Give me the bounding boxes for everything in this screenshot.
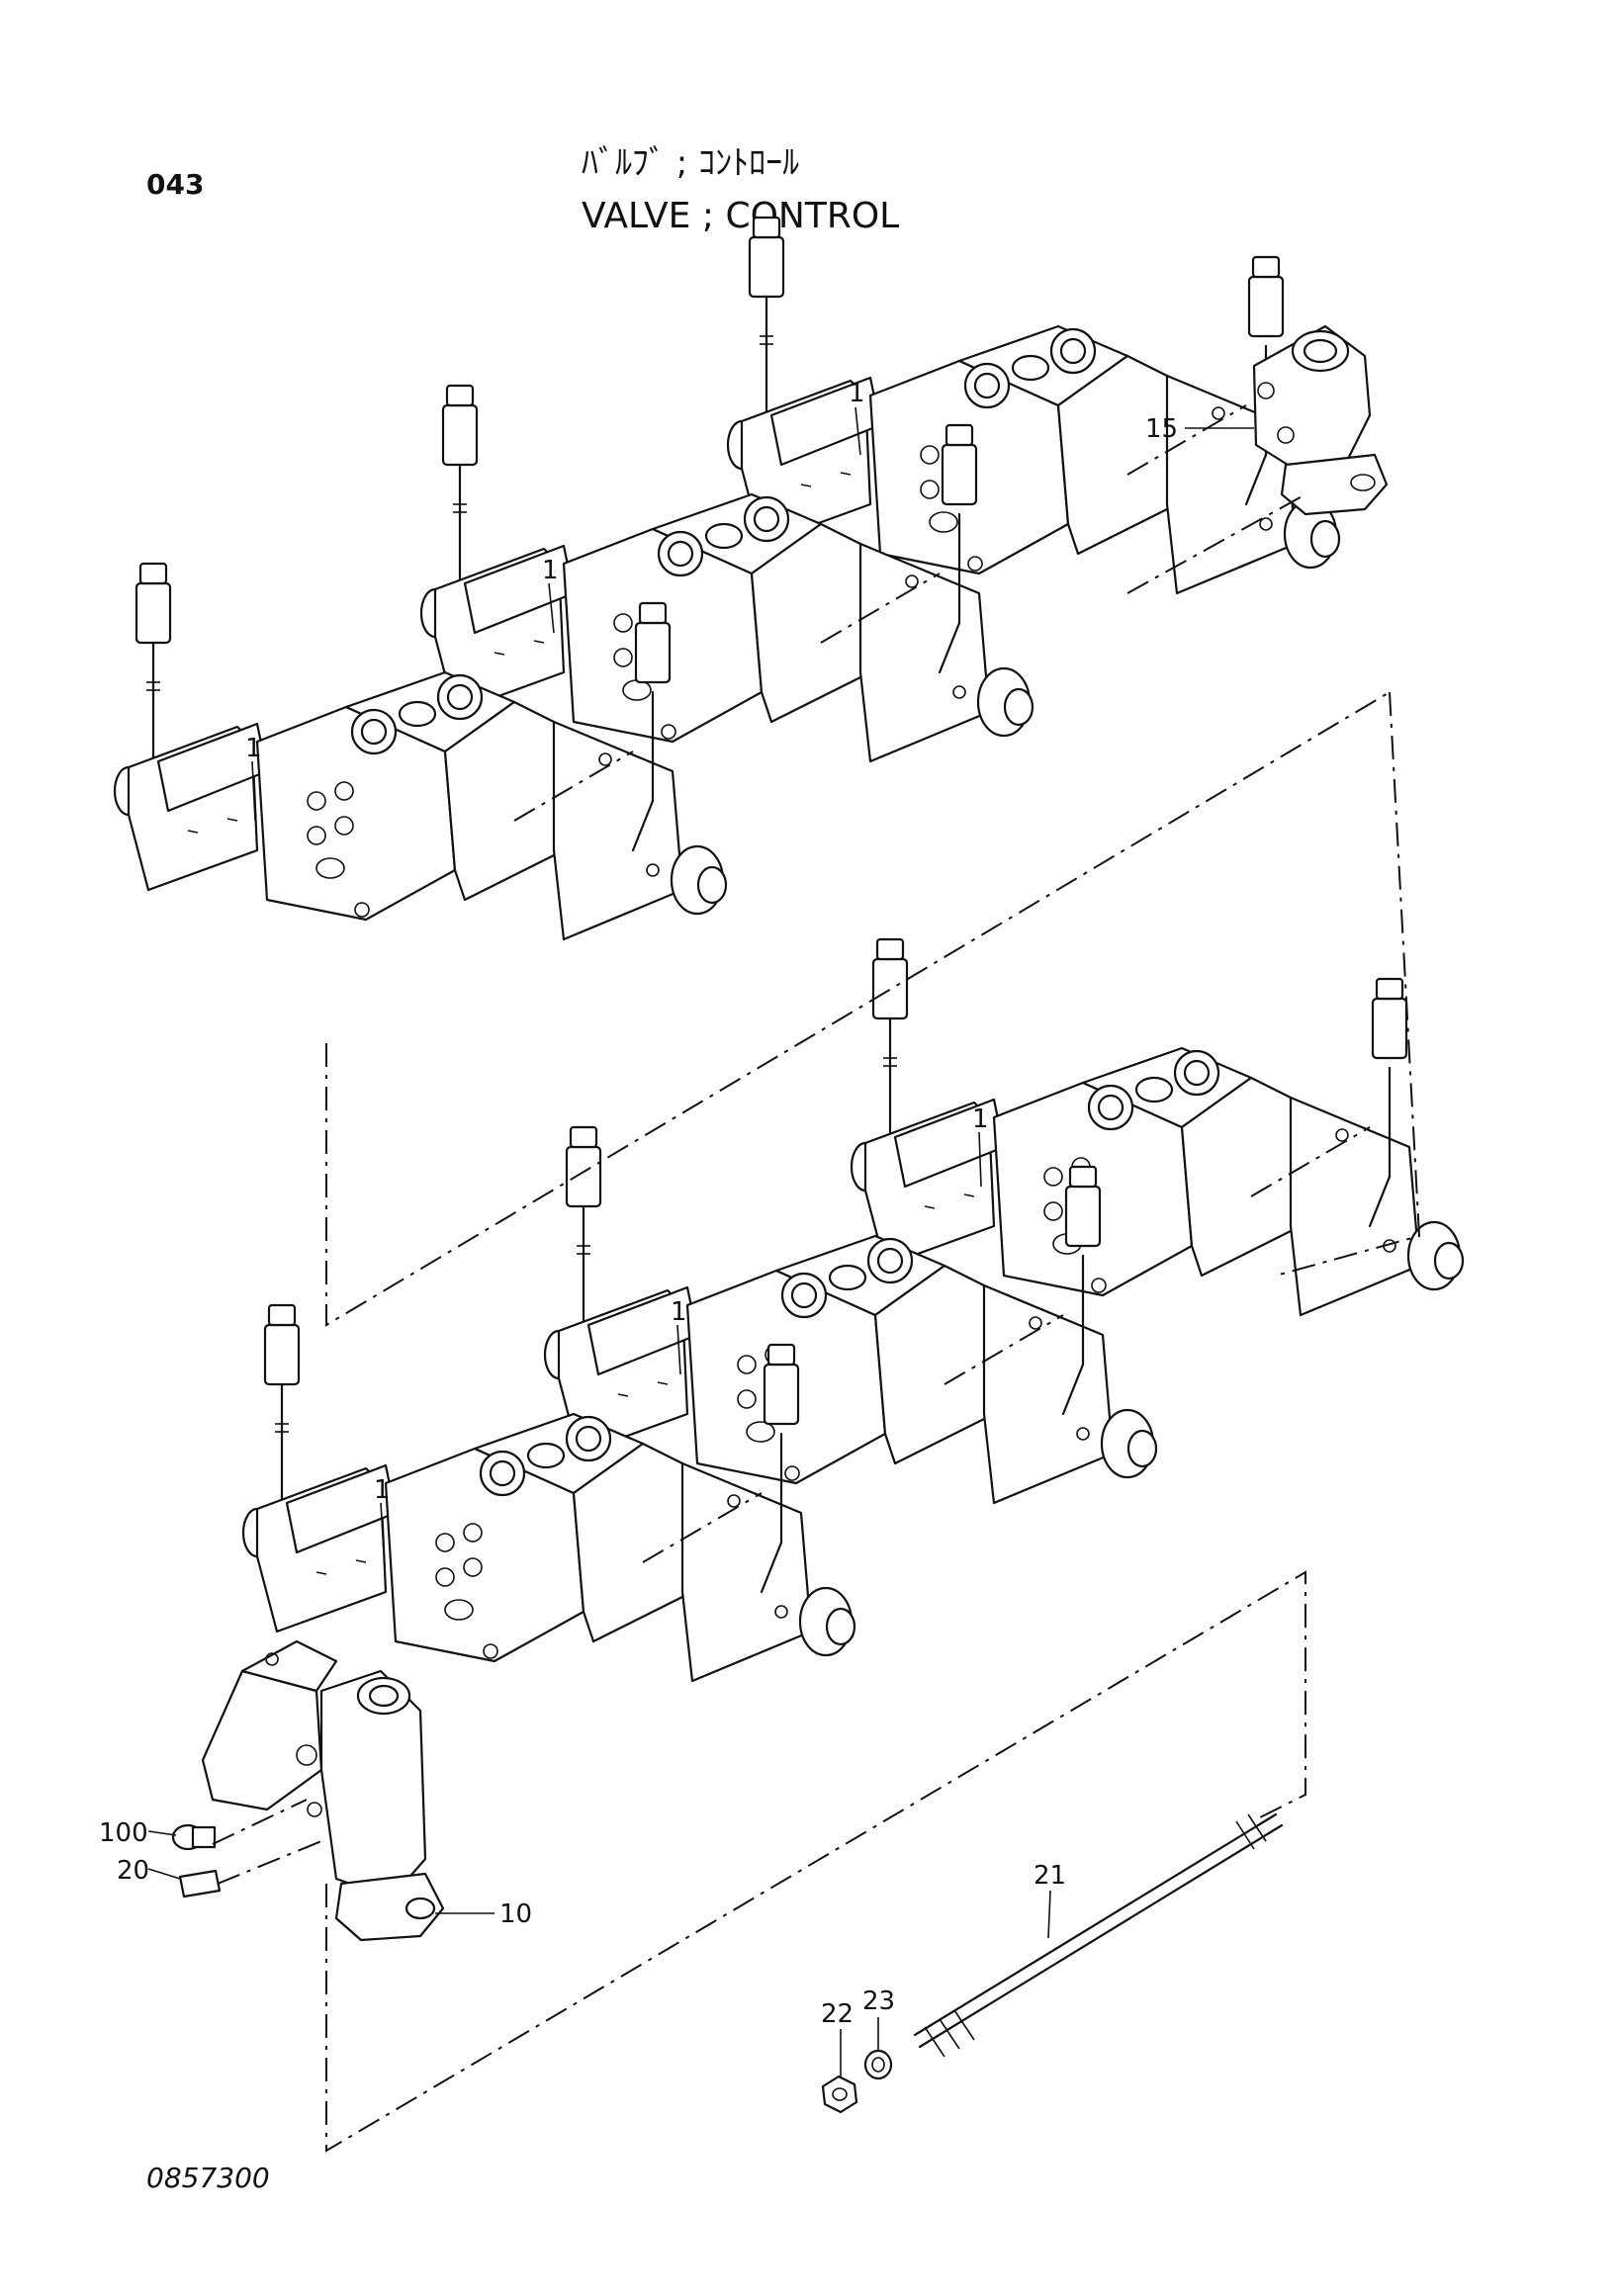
washer: [863, 2049, 893, 2080]
plate: [178, 1869, 222, 1899]
callout-inlet-body: 10: [499, 1899, 532, 1929]
callout-washer: 23: [862, 1987, 895, 2016]
end-cover: [1252, 324, 1389, 516]
callout-plug: 100: [99, 1818, 148, 1848]
valve-section-4: [850, 937, 1465, 1317]
leader-lines: [147, 406, 1254, 2076]
assembly-outline: [325, 691, 1421, 2153]
callout-section-1a: 1: [849, 379, 865, 408]
plug: [171, 1823, 217, 1851]
callout-tie-bolt: 21: [1034, 1861, 1066, 1891]
nut: [821, 2075, 858, 2114]
callout-end-cover: 15: [1145, 414, 1178, 444]
callout-section-1b: 1: [542, 556, 559, 585]
callout-section-1f: 1: [374, 1475, 391, 1505]
drawing-number: 0857300: [146, 2162, 270, 2194]
title-japanese: ﾊﾞﾙﾌﾞ ; ｺﾝﾄﾛｰﾙ: [582, 143, 799, 183]
callout-section-1e: 1: [671, 1297, 687, 1327]
tie-bolt: [913, 1812, 1284, 2058]
section-number: 043: [146, 168, 204, 201]
callout-plate: 20: [117, 1856, 149, 1886]
callout-nut: 22: [821, 1999, 854, 2029]
title-english: VALVE ; CONTROL: [582, 196, 899, 236]
callout-section-1c: 1: [245, 734, 262, 763]
inlet-body: [201, 1639, 445, 1942]
callout-section-1d: 1: [972, 1104, 989, 1134]
